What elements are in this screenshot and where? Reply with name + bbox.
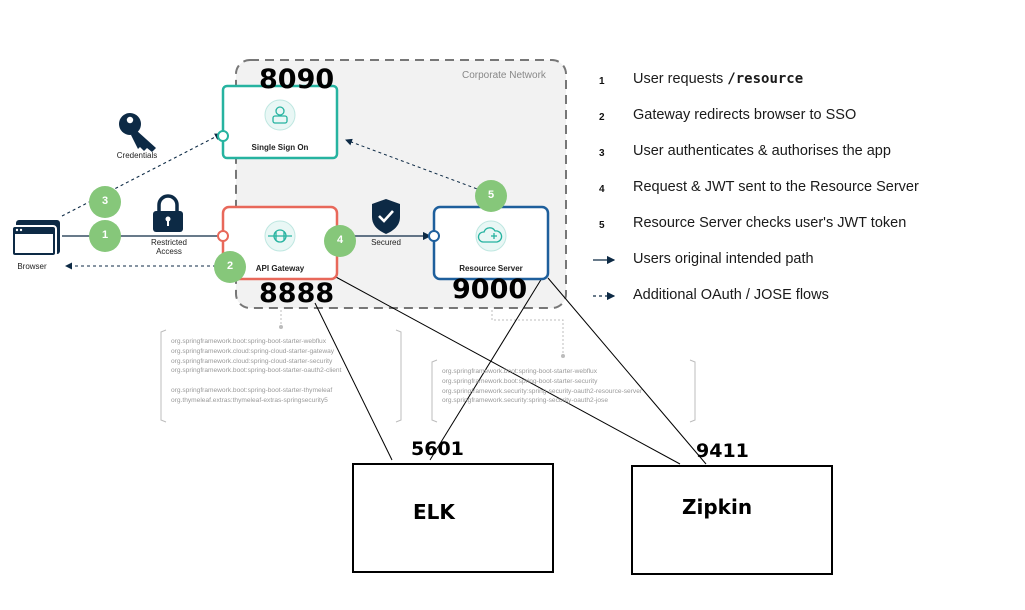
step-4-marker (324, 225, 356, 257)
gateway-port: 8888 (259, 278, 335, 309)
legend-text-2: Gateway redirects browser to SSO (633, 107, 857, 123)
elk-label: ELK (413, 500, 455, 524)
browser-label: Browser (17, 262, 47, 271)
step-2-marker (214, 251, 246, 283)
lock-icon (153, 194, 183, 232)
step-2-number: 2 (226, 260, 234, 272)
dependency-item: org.springframework.boot:spring-boot-sta… (171, 386, 333, 394)
dependency-item: org.springframework.boot:spring-boot-sta… (171, 338, 327, 345)
restricted-line: Restricted (150, 238, 187, 247)
legend-num-4: 4 (599, 184, 605, 195)
shield-check-icon (372, 199, 400, 234)
step-1-marker (89, 220, 121, 252)
step-5-marker (475, 180, 507, 212)
legend-text-4: Request & JWT sent to the Resource Serve… (633, 179, 919, 195)
gateway-dependencies-bracket (160, 310, 402, 423)
browser-window-icon (11, 220, 60, 257)
monitoring-lines (314, 269, 707, 465)
key-icon (119, 113, 156, 152)
corporate-network-label: Corporate Network (462, 70, 546, 81)
flow-resource-to-sso (345, 138, 489, 194)
sso-label: Single Sign On (251, 143, 309, 152)
legend-num-3: 3 (599, 148, 605, 159)
zipkin-port: 9411 (696, 440, 749, 462)
dependency-item: org.springframework.cloud:spring-cloud-s… (171, 357, 333, 365)
secured-label: Secured (371, 238, 401, 247)
step-3-number: 3 (101, 195, 109, 207)
dependency-item: org.springframework.cloud:spring-cloud-s… (171, 347, 335, 355)
dependency-item: org.springframework.security:spring-secu… (442, 387, 643, 395)
step-1-number: 1 (101, 229, 109, 241)
legend-text-5: Resource Server checks user's JWT token (633, 215, 907, 231)
step-3-marker (89, 186, 121, 218)
dependency-item: org.springframework.boot:spring-boot-sta… (171, 367, 342, 375)
zipkin-box (631, 465, 833, 575)
access-line: Access (156, 247, 182, 256)
legend-text-1: User requests /resource (633, 71, 803, 87)
dependency-item: org.springframework.boot:spring-boot-sta… (442, 368, 598, 375)
legend-num-1: 1 (599, 76, 605, 87)
gateway-icon (268, 229, 292, 243)
legend-text-3: User authenticates & authorises the app (633, 143, 891, 159)
gateway-label: API Gateway (255, 264, 305, 273)
elk-box (352, 463, 554, 573)
legend-num-5: 5 (599, 220, 605, 231)
resource-port: 9000 (452, 274, 528, 305)
dependency-item: org.springframework.security:spring-secu… (442, 397, 609, 405)
legend-num-2: 2 (599, 112, 605, 123)
legend-solid-label: Users original intended path (633, 251, 814, 267)
sso-port: 8090 (259, 64, 335, 95)
cloud-server-icon (477, 227, 503, 243)
dependency-item: org.springframework.boot:spring-boot-sta… (442, 377, 598, 385)
dependency-item: org.thymeleaf.extras:thymeleaf-extras-sp… (171, 396, 328, 404)
zipkin-label: Zipkin (682, 495, 753, 519)
gateway-dependencies-list: org.springframework.boot:spring-boot-sta… (171, 337, 341, 406)
dependency-spacer (171, 376, 341, 386)
restricted-access-label: Restricted Access (140, 238, 198, 256)
step-4-number: 4 (336, 234, 344, 246)
resource-dependencies-bracket (431, 310, 696, 423)
resource-server-label: Resource Server (459, 264, 523, 273)
elk-port: 5601 (411, 438, 464, 460)
legend-dashed-label: Additional OAuth / JOSE flows (633, 287, 829, 303)
step-5-number: 5 (487, 189, 495, 201)
credentials-label: Credentials (116, 151, 158, 160)
legend-text-1-prefix: User requests (633, 71, 728, 87)
user-icon (272, 106, 288, 124)
legend-text-1-code: /resource (727, 71, 804, 87)
resource-dependencies-list: org.springframework.boot:spring-boot-sta… (442, 367, 642, 406)
